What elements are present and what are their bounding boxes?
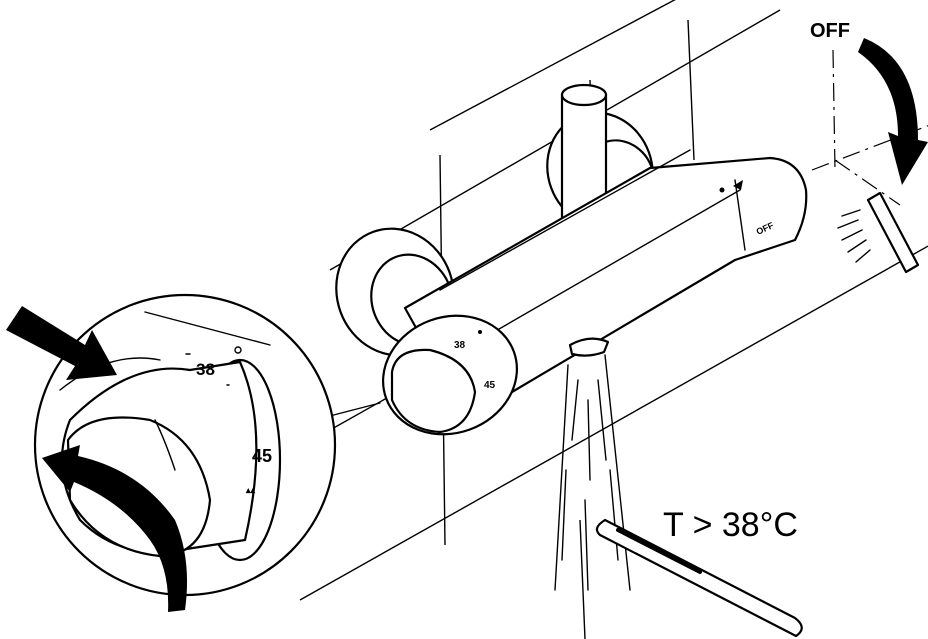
off-label: OFF xyxy=(810,20,850,42)
direction-mark-icon xyxy=(733,180,743,190)
corner-detail xyxy=(811,49,928,206)
dial-45-label: 45 xyxy=(252,446,272,466)
rotate-arrow-icon xyxy=(42,445,188,612)
thermometer-icon xyxy=(595,518,803,638)
temperature-label: T > 38°C xyxy=(663,506,798,544)
knob-38-label: 38 xyxy=(454,340,466,351)
mixer-body: OFF xyxy=(403,149,808,394)
push-arrow-icon xyxy=(6,306,117,380)
off-arrow-icon xyxy=(858,38,928,185)
water-stream xyxy=(554,337,631,591)
knob-45-label: 45 xyxy=(484,380,496,391)
thermostat-knob: 38 45 xyxy=(381,314,519,436)
dial-38-label: 38 xyxy=(196,360,215,379)
spray-icon xyxy=(837,191,920,274)
dial-mark: ▴▴ xyxy=(245,485,256,495)
magnified-knob-detail: 38 45 ▴▴ xyxy=(33,293,381,597)
